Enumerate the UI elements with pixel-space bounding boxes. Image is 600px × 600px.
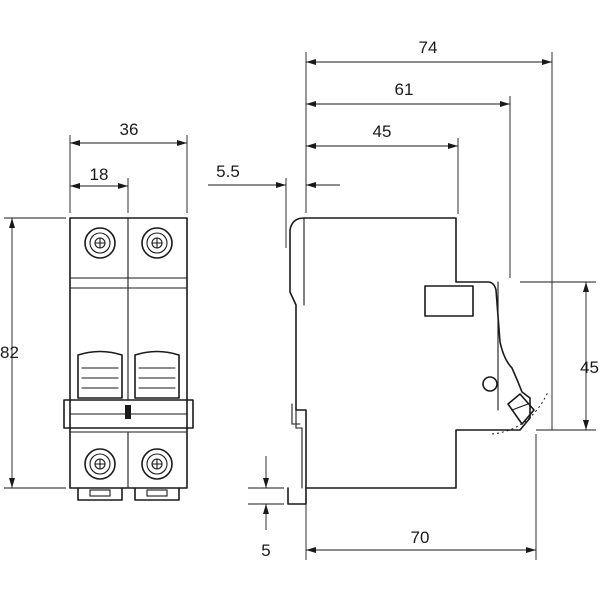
dim-depth-70: 70 xyxy=(305,434,537,560)
dim-depth-total: 74 xyxy=(306,38,552,65)
side-label-window xyxy=(424,285,474,317)
dim-depth-45: 45 xyxy=(306,122,458,149)
dim-height-45: 45 xyxy=(520,281,599,431)
dim-height: 82 xyxy=(0,217,66,489)
handle-right-icon xyxy=(134,350,180,399)
label-height-45: 45 xyxy=(580,358,599,377)
side-reset-button-icon xyxy=(482,376,498,392)
screw-top-right-icon xyxy=(141,227,173,259)
side-rail-clip xyxy=(287,487,307,505)
dim-rail-5: 5 xyxy=(248,456,284,560)
dim-offset-5-5: 5.5 xyxy=(208,162,340,248)
clip-right-icon xyxy=(134,487,180,501)
screw-bottom-left-icon xyxy=(84,448,116,480)
side-rail-hook xyxy=(295,409,303,489)
dim-depth-61: 61 xyxy=(306,80,510,107)
side-view: 74 61 45 5.5 xyxy=(208,38,599,560)
front-body-outline xyxy=(69,217,188,489)
label-width-pole: 18 xyxy=(90,165,109,184)
screw-bottom-right-icon xyxy=(141,448,173,480)
label-offset-5-5: 5.5 xyxy=(216,162,240,181)
clip-left-icon xyxy=(77,487,123,501)
label-depth-61: 61 xyxy=(395,80,414,99)
front-view: 36 18 82 xyxy=(0,120,194,501)
dim-width-total: 36 xyxy=(69,120,188,213)
side-lever-icon xyxy=(507,393,535,425)
lever-swing-arc xyxy=(491,391,549,435)
side-body-outline xyxy=(289,217,531,489)
label-width-total: 36 xyxy=(120,120,139,139)
label-rail-5: 5 xyxy=(261,541,270,560)
label-depth-70: 70 xyxy=(411,528,430,547)
handle-left-icon xyxy=(77,350,123,399)
tie-bar-center-mark xyxy=(125,405,131,419)
screw-top-left-icon xyxy=(84,227,116,259)
label-height: 82 xyxy=(0,343,19,362)
handle-tie-bar xyxy=(63,399,194,429)
label-depth-45: 45 xyxy=(373,122,392,141)
label-depth-total: 74 xyxy=(419,38,438,57)
dim-width-pole: 18 xyxy=(70,165,129,213)
